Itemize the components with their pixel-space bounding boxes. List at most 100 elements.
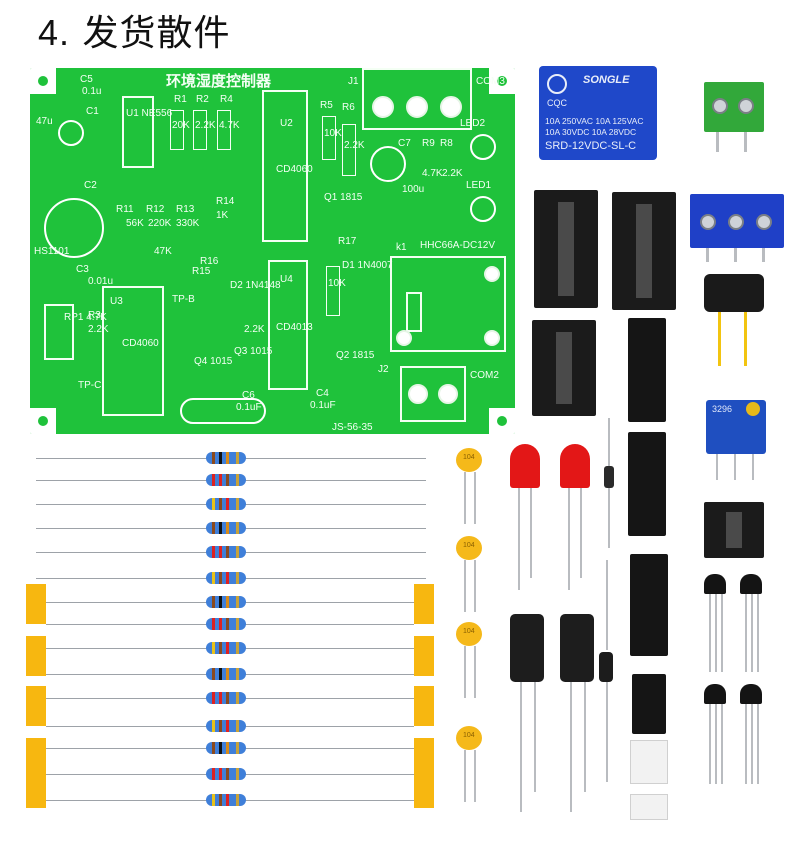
transistor-lead (751, 594, 753, 672)
transistor-lead (709, 594, 711, 672)
silk-r17v: 10K (328, 278, 346, 289)
resistor-band (236, 474, 239, 486)
resistor-band (212, 642, 215, 654)
resistor-band (212, 452, 215, 464)
rp1-outline (44, 304, 74, 360)
silk-c5: C5 (80, 74, 93, 85)
resistor-band (236, 546, 239, 558)
resistor-tape (26, 636, 46, 676)
ic-socket-8 (704, 502, 764, 558)
connector-header (630, 740, 668, 784)
diode-lead (608, 418, 610, 478)
resistor-band (236, 720, 239, 732)
silk-r6v: 2.2K (344, 140, 365, 151)
r2-outline (193, 110, 207, 150)
rectifier-diode (599, 652, 613, 682)
r5-outline (322, 116, 336, 160)
resistor (206, 522, 246, 534)
screw-icon (728, 214, 744, 230)
silk-r12: R12 (146, 204, 165, 215)
silk-led1: LED1 (466, 180, 492, 191)
resistor-band (226, 498, 229, 510)
cap-lead (520, 682, 522, 812)
led-lead (580, 488, 582, 578)
cap-lead (464, 472, 466, 524)
ceramic-capacitor: 104 (456, 536, 482, 560)
resistor (206, 452, 246, 464)
cap-lead (570, 682, 572, 812)
c7-footprint (370, 146, 406, 182)
silk-hs: HS1101 (34, 246, 70, 257)
mount-hole (36, 74, 50, 88)
trimpot-pin (734, 454, 736, 480)
transistor-lead (745, 594, 747, 672)
resistor-band (219, 742, 222, 754)
resistor (206, 794, 246, 806)
terminal-pin (744, 132, 747, 152)
electrolytic-capacitor (560, 614, 594, 682)
resistor-band (236, 618, 239, 630)
resistor-band (219, 768, 222, 780)
c6-footprint (180, 398, 266, 424)
resistor (206, 498, 246, 510)
resistor-band (236, 572, 239, 584)
silk-r11: R11 (116, 204, 134, 215)
silk-r2: R2 (196, 94, 209, 105)
resistor-band (212, 768, 215, 780)
transistor (704, 574, 726, 594)
resistor-tape (414, 636, 434, 676)
silk-q4: Q4 1015 (194, 356, 233, 367)
resistor-band (219, 668, 222, 680)
terminal-pin (762, 248, 765, 262)
silk-cap47: 47u (36, 116, 53, 127)
terminal-pin (734, 248, 737, 262)
ic-chip-cd4060 (628, 318, 666, 422)
silk-c7: C7 (398, 138, 411, 149)
resistor-band (226, 668, 229, 680)
resistor-band (212, 794, 215, 806)
resistor-band (219, 618, 222, 630)
ceramic-capacitor: 104 (456, 448, 482, 472)
trimpot: 3296 (706, 400, 766, 454)
resistor-band (212, 668, 215, 680)
ic-chip-cd4013 (630, 554, 668, 656)
cap-footprint (58, 120, 84, 146)
ic-socket-16 (612, 192, 676, 310)
transistor-lead (745, 704, 747, 784)
socket-slot (556, 332, 572, 404)
trimpot-label: 3296 (712, 404, 733, 414)
screw-icon (700, 214, 716, 230)
silk-r8: R8 (440, 138, 453, 149)
mount-hole (495, 74, 509, 88)
resistor (206, 642, 246, 654)
screw-icon (712, 98, 728, 114)
silk-r3v: 2.2K (88, 324, 109, 335)
heading-text: 发货散件 (82, 13, 231, 54)
silk-r5v: 10K (324, 128, 342, 139)
silk-r3: R3 (88, 310, 101, 321)
terminal-pin (716, 132, 719, 152)
relay-brand: SONGLE (583, 74, 630, 86)
ceramic-capacitor: 104 (456, 622, 482, 646)
resistor (206, 720, 246, 732)
silk-com3: COM3 (476, 76, 505, 87)
silk-cd4060a: CD4060 (276, 164, 313, 175)
diode-lead (608, 488, 610, 548)
resistor-band (226, 642, 229, 654)
transistor-lead (757, 594, 759, 672)
resistor-band (212, 474, 215, 486)
silk-c4v: 0.1uF (310, 400, 336, 411)
silk-board: JS-56-35 (332, 422, 373, 433)
silk-r13v: 330K (176, 218, 200, 229)
sensor-footprint (44, 198, 104, 258)
resistor (206, 546, 246, 558)
resistor-band (236, 642, 239, 654)
silk-r14: R14 (216, 196, 235, 207)
resistor-band (236, 522, 239, 534)
j2-pad (438, 384, 458, 404)
relay-rating-2: 10A 30VDC 10A 28VDC (545, 127, 637, 137)
cap-marking: 104 (463, 542, 475, 549)
terminal-block-green (704, 82, 764, 132)
resistor-band (212, 572, 215, 584)
socket-slot (726, 512, 742, 548)
